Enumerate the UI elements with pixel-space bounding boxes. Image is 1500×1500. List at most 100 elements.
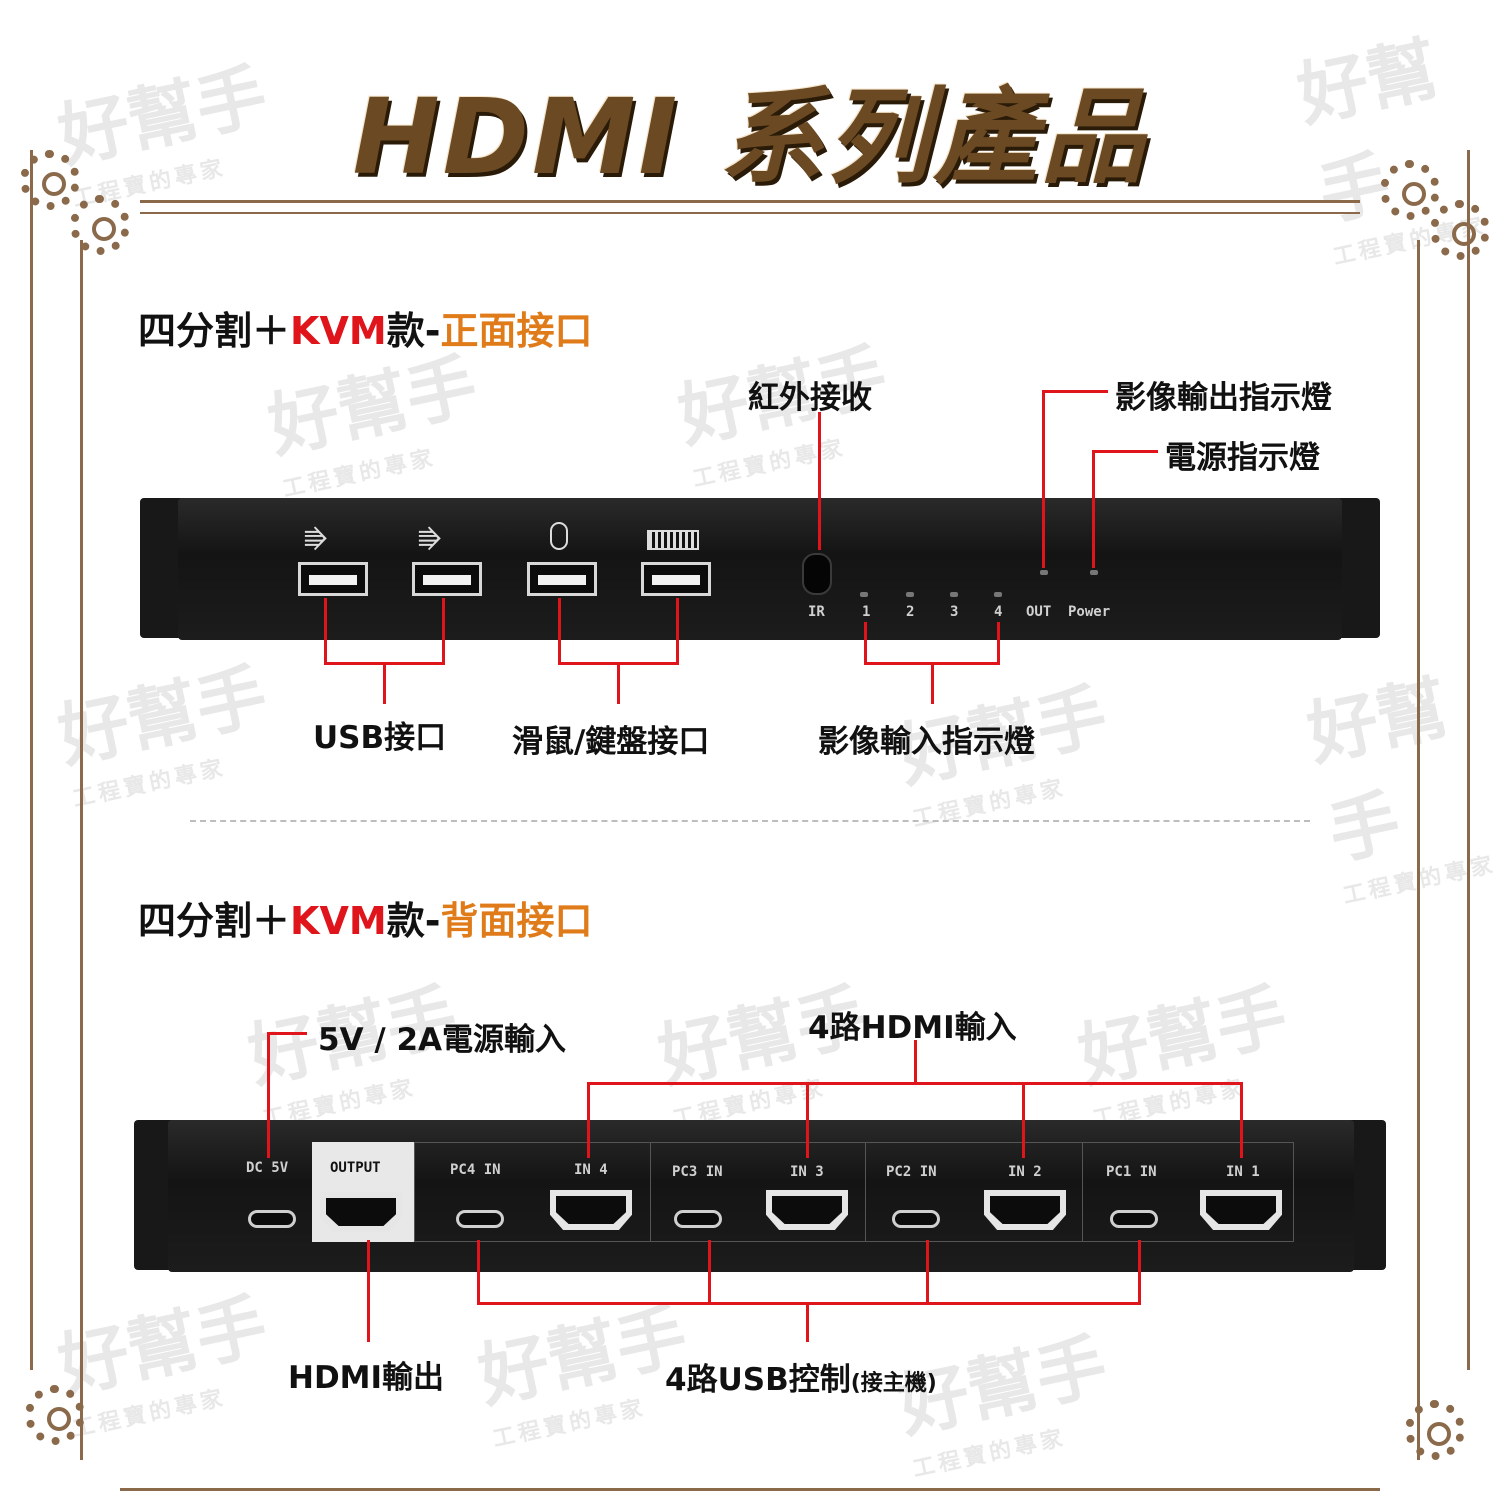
panel-in1-label: IN 1 xyxy=(1226,1164,1260,1180)
callout-line-hdmi-input xyxy=(1022,1082,1025,1158)
frame-top-line xyxy=(140,212,1360,214)
usb-icon: ⭆ xyxy=(304,526,328,556)
keyboard-usb-port[interactable] xyxy=(641,562,711,596)
dc-5v-port[interactable] xyxy=(248,1210,296,1228)
usb-port-1[interactable] xyxy=(298,562,368,596)
hdmi-output-port[interactable] xyxy=(320,1192,402,1232)
front-device-panel xyxy=(178,498,1342,640)
panel-pc2-label: PC2 IN xyxy=(886,1164,937,1180)
panel-in4-label: IN 4 xyxy=(574,1162,608,1178)
callout-line-power-input xyxy=(267,1032,270,1158)
callout-line-out xyxy=(1042,390,1045,568)
frame-top-line xyxy=(140,200,1360,203)
back-heading: 四分割＋KVM款-背面接口 xyxy=(138,899,593,943)
section-divider xyxy=(190,820,1310,822)
pc3-usb-port[interactable] xyxy=(674,1210,722,1228)
panel-pc3-label: PC3 IN xyxy=(672,1164,723,1180)
panel-power-label: Power xyxy=(1068,604,1111,620)
panel-led2-label: 2 xyxy=(906,604,915,620)
callout-line-usb xyxy=(383,662,386,704)
gear-icon xyxy=(1380,160,1440,220)
callout-hdmi-output: HDMI輸出 xyxy=(288,1360,445,1396)
panel-led3-label: 3 xyxy=(950,604,959,620)
panel-pc4-label: PC4 IN xyxy=(450,1162,501,1178)
watermark: 好幫手工程寶的專家 xyxy=(1071,974,1295,1133)
callout-line-usb-ctrl xyxy=(708,1240,711,1304)
input-led-2 xyxy=(906,592,914,597)
callout-line-hdmi-input xyxy=(1240,1082,1243,1158)
callout-line-out xyxy=(1042,390,1108,393)
pc4-usb-port[interactable] xyxy=(456,1210,504,1228)
ir-receiver xyxy=(802,553,832,595)
frame-right-line xyxy=(1467,150,1470,1370)
pc2-usb-port[interactable] xyxy=(892,1210,940,1228)
callout-line-usb-ctrl xyxy=(806,1302,809,1342)
frame-left-line xyxy=(80,240,83,1460)
panel-led4-label: 4 xyxy=(994,604,1003,620)
callout-line-in-led xyxy=(931,662,934,704)
gear-icon xyxy=(1405,1400,1465,1460)
callout-line-hdmi-input xyxy=(914,1040,917,1084)
hdmi-in3-port[interactable] xyxy=(766,1190,848,1230)
callout-line-hdmi-input xyxy=(587,1082,590,1158)
panel-divider xyxy=(865,1142,866,1242)
callout-line-usb-ctrl xyxy=(477,1302,1141,1305)
hdmi-in1-port[interactable] xyxy=(1200,1190,1282,1230)
input-panel-box xyxy=(414,1142,1294,1242)
callout-out-led: 影像輸出指示燈 xyxy=(1115,380,1332,416)
output-led xyxy=(1040,570,1048,575)
gear-icon xyxy=(70,195,130,255)
panel-in2-label: IN 2 xyxy=(1008,1164,1042,1180)
callout-line-power xyxy=(1092,450,1158,453)
callout-line-in-led xyxy=(864,622,867,664)
callout-line-in-led xyxy=(997,622,1000,664)
frame-right-line xyxy=(1417,240,1420,1460)
power-led xyxy=(1090,570,1098,575)
frame-left-line xyxy=(30,150,33,1370)
callout-line-hdmi-input xyxy=(806,1082,809,1158)
hdmi-in2-port[interactable] xyxy=(984,1190,1066,1230)
input-led-3 xyxy=(950,592,958,597)
front-heading: 四分割＋KVM款-正面接口 xyxy=(138,309,593,353)
callout-line-ir xyxy=(818,412,821,550)
hdmi-in4-port[interactable] xyxy=(550,1190,632,1230)
watermark: 好幫手工程寶的專家 xyxy=(51,654,275,813)
callout-hdmi-input: 4路HDMI輸入 xyxy=(808,1010,1017,1046)
gear-icon xyxy=(25,1385,85,1445)
callout-line-usb xyxy=(442,598,445,664)
callout-line-hdmi-output xyxy=(367,1240,370,1342)
callout-line-usb xyxy=(324,598,327,664)
usb-icon: ⭆ xyxy=(418,526,442,556)
watermark: 好幫手工程寶的專家 xyxy=(261,344,485,503)
callout-power-led: 電源指示燈 xyxy=(1165,440,1320,476)
callout-line-power-input xyxy=(267,1032,307,1035)
callout-line-usb-ctrl xyxy=(926,1240,929,1304)
pc1-usb-port[interactable] xyxy=(1110,1210,1158,1228)
gear-icon xyxy=(1430,200,1490,260)
callout-line-mouse-kb xyxy=(676,598,679,664)
mouse-icon xyxy=(550,522,568,550)
panel-divider xyxy=(1082,1142,1083,1242)
callout-power-input: 5V / 2A電源輸入 xyxy=(318,1022,567,1058)
panel-out-label: OUT xyxy=(1026,604,1052,620)
panel-divider xyxy=(650,1142,651,1242)
panel-pc1-label: PC1 IN xyxy=(1106,1164,1157,1180)
panel-dc-label: DC 5V xyxy=(246,1160,289,1176)
frame-bottom-line xyxy=(120,1488,1380,1491)
input-led-4 xyxy=(994,592,1002,597)
callout-line-power xyxy=(1092,450,1095,568)
keyboard-icon xyxy=(647,530,699,550)
mouse-usb-port[interactable] xyxy=(527,562,597,596)
callout-line-usb-ctrl xyxy=(1138,1240,1141,1304)
callout-ir: 紅外接收 xyxy=(748,380,872,416)
usb-port-2[interactable] xyxy=(412,562,482,596)
input-led-1 xyxy=(860,592,868,597)
gear-icon xyxy=(20,150,80,210)
panel-in3-label: IN 3 xyxy=(790,1164,824,1180)
callout-in-led: 影像輸入指示燈 xyxy=(818,724,1035,760)
callout-line-mouse-kb xyxy=(617,662,620,704)
panel-ir-label: IR xyxy=(808,604,825,620)
callout-usb: USB接口 xyxy=(313,720,447,756)
callout-usb-control: 4路USB控制(接主機) xyxy=(665,1362,937,1398)
panel-output-label: OUTPUT xyxy=(330,1160,381,1176)
